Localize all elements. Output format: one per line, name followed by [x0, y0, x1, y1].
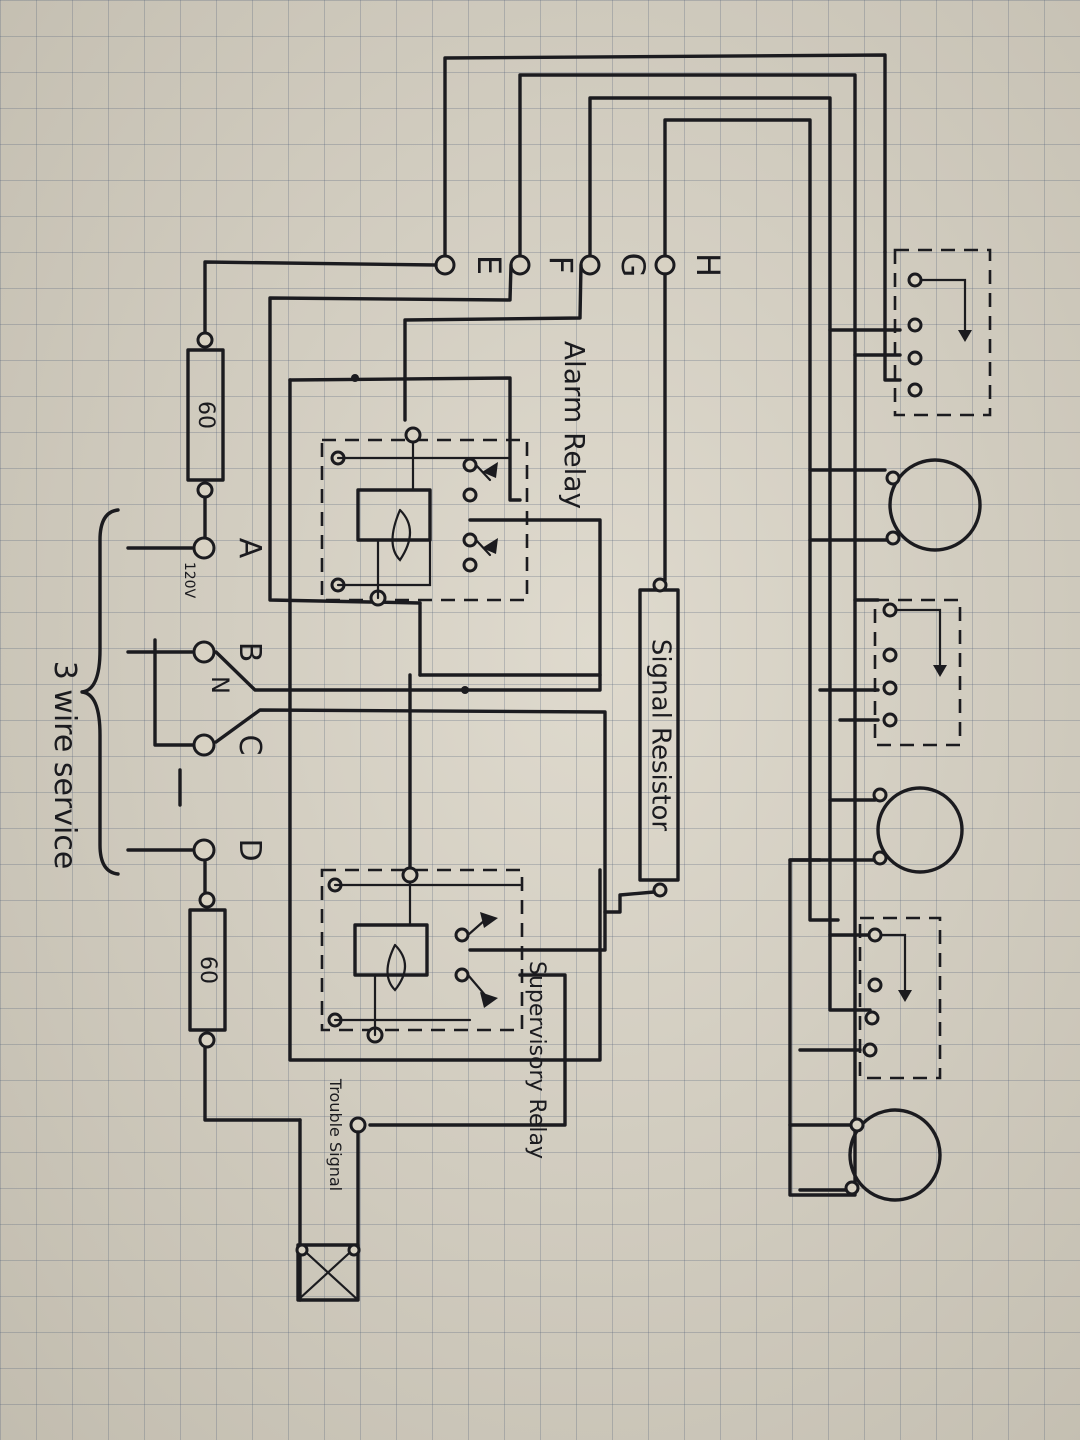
alarm-relay-label: Alarm Relay — [558, 341, 591, 509]
terminal-label-c: C — [232, 735, 267, 756]
signal-resistor-label: Signal Resistor — [646, 639, 676, 831]
bell-2 — [872, 786, 964, 874]
switch-block-1 — [893, 248, 992, 417]
service-label: 3 wire service — [47, 661, 82, 870]
fuse-top-label: 60 — [193, 401, 218, 429]
terminal-label-g: G — [614, 253, 652, 278]
terminal-label-b: B — [232, 642, 267, 663]
switch-block-3 — [858, 916, 942, 1080]
trouble-signal[interactable] — [295, 1116, 367, 1302]
signal-resistor[interactable] — [603, 272, 680, 914]
supervisory-relay-label: Supervisory Relay — [524, 961, 549, 1159]
terminal-label-a: A — [232, 538, 267, 559]
service-brace — [80, 508, 120, 876]
switch-block-2 — [873, 598, 962, 747]
terminal-label-e: E — [470, 255, 508, 275]
fuse-bottom-label: 60 — [195, 956, 220, 984]
fuse-top[interactable] — [186, 331, 225, 499]
fuse-bottom[interactable] — [188, 891, 227, 1049]
supervisory-relay[interactable] — [320, 601, 602, 1127]
bell-3 — [844, 1108, 942, 1202]
neutral-label: N — [206, 676, 234, 694]
terminal-label-d: D — [232, 838, 267, 861]
alarm-relay[interactable] — [288, 374, 602, 1062]
terminal-label-h: H — [689, 253, 727, 277]
bell-1 — [885, 458, 982, 552]
voltage-label-120v: 120V — [181, 562, 197, 599]
trouble-signal-label: Trouble Signal — [326, 1078, 345, 1191]
terminal-label-f: F — [542, 256, 580, 274]
left-wiring — [126, 260, 607, 1122]
bus-wires — [443, 53, 902, 1197]
terminal-column-abcd — [178, 536, 216, 862]
